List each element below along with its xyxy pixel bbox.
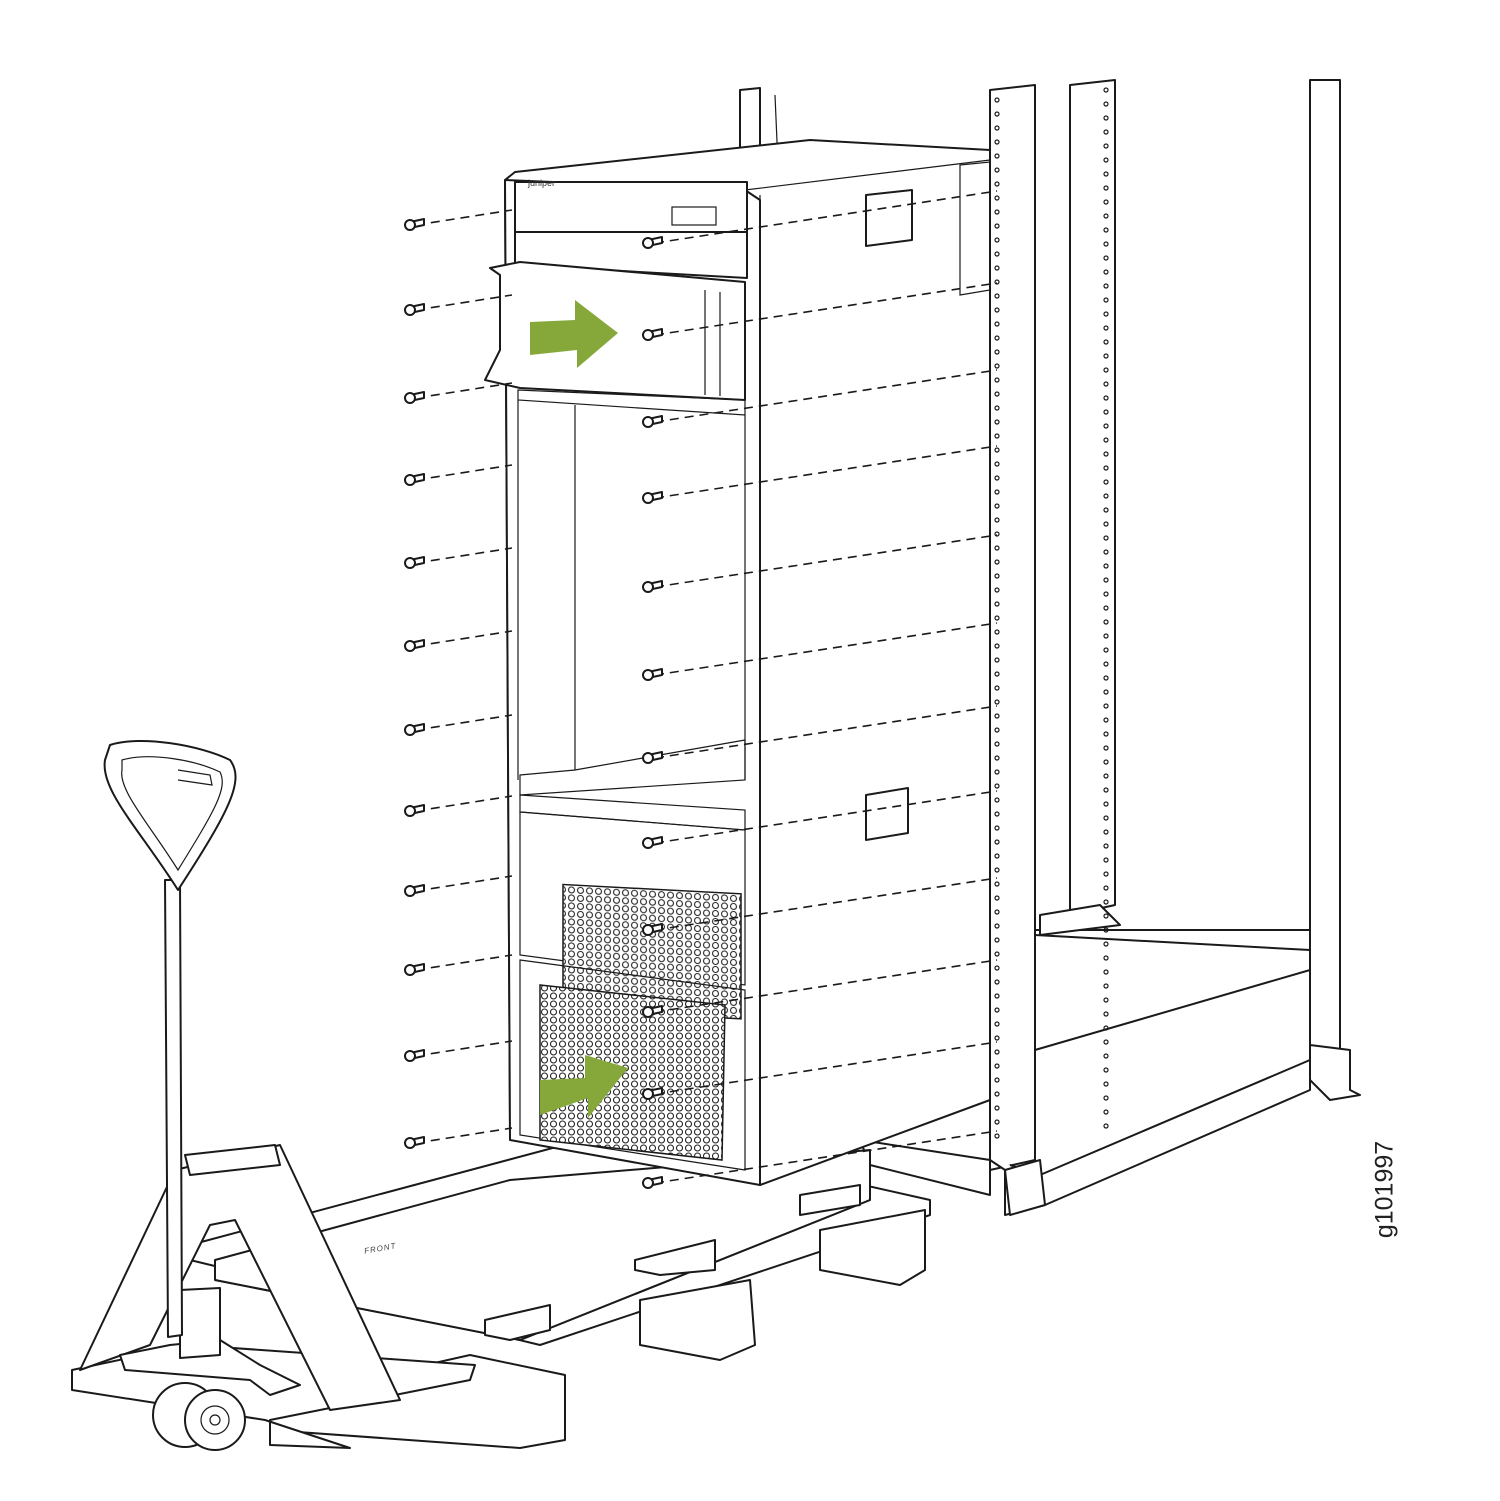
alignment-line [654, 877, 998, 931]
screw-icon [642, 836, 663, 849]
equipment-rack [739, 79, 1361, 1216]
screw-icon [404, 1049, 425, 1062]
alignment-line [654, 622, 998, 676]
screw-icon [642, 1176, 663, 1189]
alignment-line [415, 954, 513, 971]
screw-icon [404, 556, 425, 569]
alignment-line [654, 282, 998, 336]
shipping-pallet [189, 1129, 931, 1449]
screw-icon [642, 236, 663, 249]
alignment-line [654, 705, 998, 759]
alignment-line [654, 1041, 998, 1095]
screw-icon [642, 923, 663, 936]
alignment-line [415, 1127, 513, 1144]
screw-icon [404, 391, 425, 404]
alignment-line [654, 534, 998, 588]
alignment-line [415, 714, 513, 731]
alignment-line [654, 190, 998, 244]
alignment-line [654, 790, 998, 844]
alignment-line [415, 294, 513, 311]
screw-icon [404, 218, 425, 231]
alignment-line [415, 382, 513, 399]
screw-icon [642, 415, 663, 428]
arrow-icon [530, 300, 618, 368]
alignment-line [415, 875, 513, 892]
alignment-line [654, 369, 998, 423]
screw-icon [404, 1136, 425, 1149]
screw-icon [642, 751, 663, 764]
screw-icon [642, 1005, 663, 1018]
screw-icon [404, 963, 425, 976]
screw-icon [404, 723, 425, 736]
figure-id-label: g101997 [1370, 1140, 1399, 1239]
push-arrows [530, 300, 628, 1118]
alignment-line [654, 445, 998, 499]
screw-icon [642, 491, 663, 504]
alignment-line [415, 1040, 513, 1057]
screw-icon [404, 473, 425, 486]
mounting-screws [404, 190, 998, 1189]
screw-icon [642, 580, 663, 593]
screw-icon [404, 884, 425, 897]
screw-icon [404, 639, 425, 652]
screw-icon [642, 328, 663, 341]
screw-icon [404, 804, 425, 817]
alignment-line [654, 1130, 998, 1184]
screw-icon [642, 1087, 663, 1100]
screw-icon [404, 303, 425, 316]
pallet-jack [71, 740, 476, 1451]
alignment-line [415, 547, 513, 564]
chassis-logo: juniper [528, 178, 556, 188]
alignment-line [415, 464, 513, 481]
alignment-line [415, 209, 513, 226]
alignment-line [654, 959, 998, 1013]
alignment-line [415, 630, 513, 647]
screw-icon [642, 668, 663, 681]
alignment-line [415, 795, 513, 812]
arrow-icon [540, 1055, 628, 1118]
